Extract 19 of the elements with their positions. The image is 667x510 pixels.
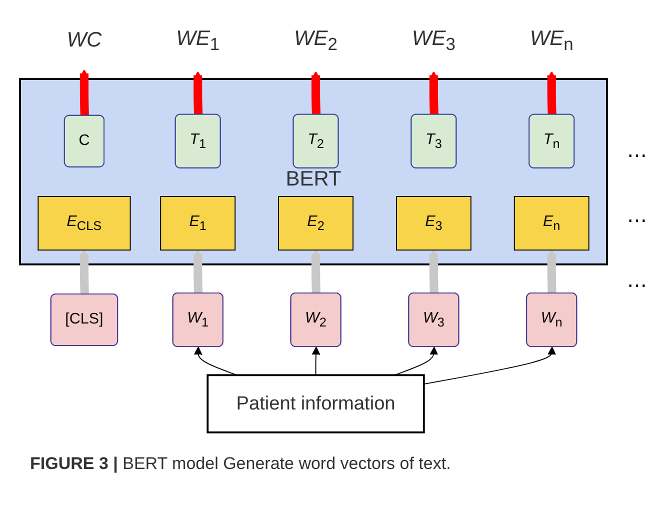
node-box: E$_{1}$ [160,196,236,251]
ellipsis: ⋯ [627,144,648,168]
arrow [312,346,320,376]
arrow [423,346,556,385]
node-box: E$_{2}$ [278,196,354,251]
node-text: WE$_{3}$ [412,26,456,54]
node-text: WE$_{n}$ [530,26,574,54]
node-text: WC [66,28,102,52]
arrow [80,250,89,296]
arrow [80,69,89,118]
node-text: WE$_{2}$ [294,26,338,54]
node-box: E$_{CLS}$ [38,196,131,251]
figure-caption: FIGURE 3 | BERT model Generate word vectors of text. [29,453,452,475]
ellipsis: ⋯ [627,208,648,232]
node-box: Patient information [206,374,425,434]
node-text: WE$_{1}$ [176,26,220,54]
node-box: E$_{3}$ [396,196,472,251]
node-box: E$_{n}$ [514,196,590,251]
ellipsis: ⋯ [627,274,648,298]
